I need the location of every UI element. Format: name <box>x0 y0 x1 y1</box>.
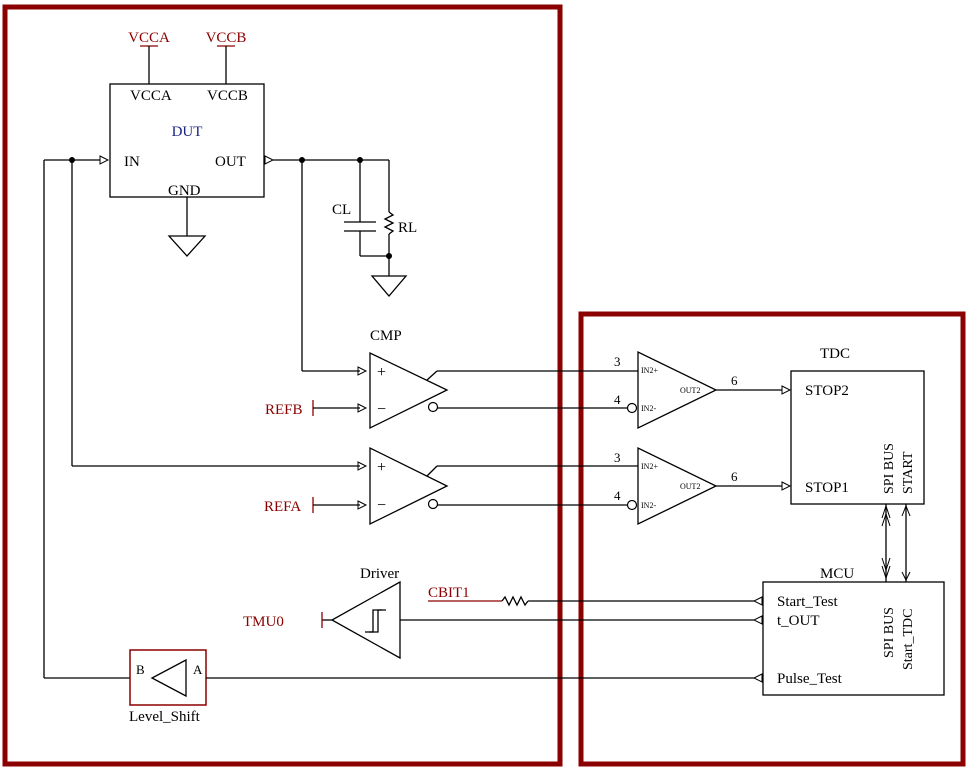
dut-pin-vccb: VCCB <box>207 88 248 104</box>
tdc-stop2: STOP2 <box>805 383 849 399</box>
dut-pin-vcca: VCCA <box>130 88 172 104</box>
cap-label: CL <box>332 202 351 218</box>
dut-name: DUT <box>172 124 203 140</box>
power-vcca: VCCA <box>128 30 170 84</box>
mcu-t-out: t_OUT <box>777 613 820 629</box>
res-label: RL <box>398 220 417 236</box>
refa-label: REFA <box>264 499 301 515</box>
right-frame <box>578 311 966 767</box>
tdc-name: TDC <box>820 346 850 362</box>
buf2-pin4: 4 <box>614 488 621 503</box>
cmp2-plus: + <box>377 459 386 476</box>
refa-net: REFA <box>264 497 368 515</box>
buf2-out: OUT2 <box>680 482 700 491</box>
tdc-start: START <box>901 451 916 494</box>
level-shift-block: B A Level_Shift <box>129 649 754 725</box>
comparator-2: + − <box>369 446 627 526</box>
level-shift-b: B <box>136 662 145 677</box>
cbit-net: CBIT1 <box>428 585 754 607</box>
buf2-in-neg: IN2- <box>641 501 656 510</box>
comparator-1: + − <box>369 351 627 430</box>
mcu-start-test: Start_Test <box>777 594 838 610</box>
driver-block: Driver TMU0 <box>243 566 754 660</box>
level-shift-a: A <box>193 662 203 677</box>
buf1-out: OUT2 <box>680 386 700 395</box>
dut-ground-symbol <box>167 197 207 257</box>
buf1-in-pos: IN2+ <box>641 366 658 375</box>
tdc-block: TDC STOP2 STOP1 SPI BUS START <box>790 346 925 505</box>
output-net: CL RL <box>273 157 417 376</box>
tdc-mcu-bus <box>881 504 911 582</box>
cmp1-plus: + <box>377 364 386 381</box>
buffer-2: 3 4 IN2+ IN2- OUT2 6 <box>614 446 792 526</box>
dut-block: DUT VCCA VCCB IN OUT GND <box>99 83 275 199</box>
input-net <box>43 157 368 679</box>
dut-pin-gnd: GND <box>168 183 201 199</box>
cmp-label: CMP <box>370 328 402 344</box>
refb-net: REFB <box>265 400 368 418</box>
tdc-stop1: STOP1 <box>805 480 849 496</box>
cmp1-minus: − <box>377 401 386 418</box>
vccb-label: VCCB <box>206 30 247 46</box>
buf1-in-neg: IN2- <box>641 404 656 413</box>
refb-label: REFB <box>265 402 303 418</box>
dut-pin-out: OUT <box>215 154 246 170</box>
buf1-pin4: 4 <box>614 392 621 407</box>
mcu-name: MCU <box>820 566 854 582</box>
buf2-pin6: 6 <box>731 469 738 484</box>
buf2-pin3: 3 <box>614 450 621 465</box>
cmp2-minus: − <box>377 497 386 514</box>
level-shift-name: Level_Shift <box>129 709 201 725</box>
buffer-1: 3 4 IN2+ IN2- OUT2 6 <box>614 350 792 430</box>
buf1-pin3: 3 <box>614 354 621 369</box>
tdc-spi: SPI BUS <box>882 443 897 494</box>
vcca-label: VCCA <box>128 30 170 46</box>
mcu-start-tdc: Start_TDC <box>901 609 916 670</box>
left-frame <box>2 4 563 767</box>
mcu-block: MCU Start_Test t_OUT Pulse_Test SPI BUS … <box>752 566 945 696</box>
driver-name: Driver <box>360 566 399 582</box>
buf2-in-pos: IN2+ <box>641 462 658 471</box>
mcu-pulse-test: Pulse_Test <box>777 671 843 687</box>
power-vccb: VCCB <box>206 30 247 84</box>
dut-pin-in: IN <box>124 154 140 170</box>
buf1-pin6: 6 <box>731 373 738 388</box>
tmu-label: TMU0 <box>243 614 284 630</box>
cbit-label: CBIT1 <box>428 585 470 601</box>
mcu-spi: SPI BUS <box>882 607 897 658</box>
